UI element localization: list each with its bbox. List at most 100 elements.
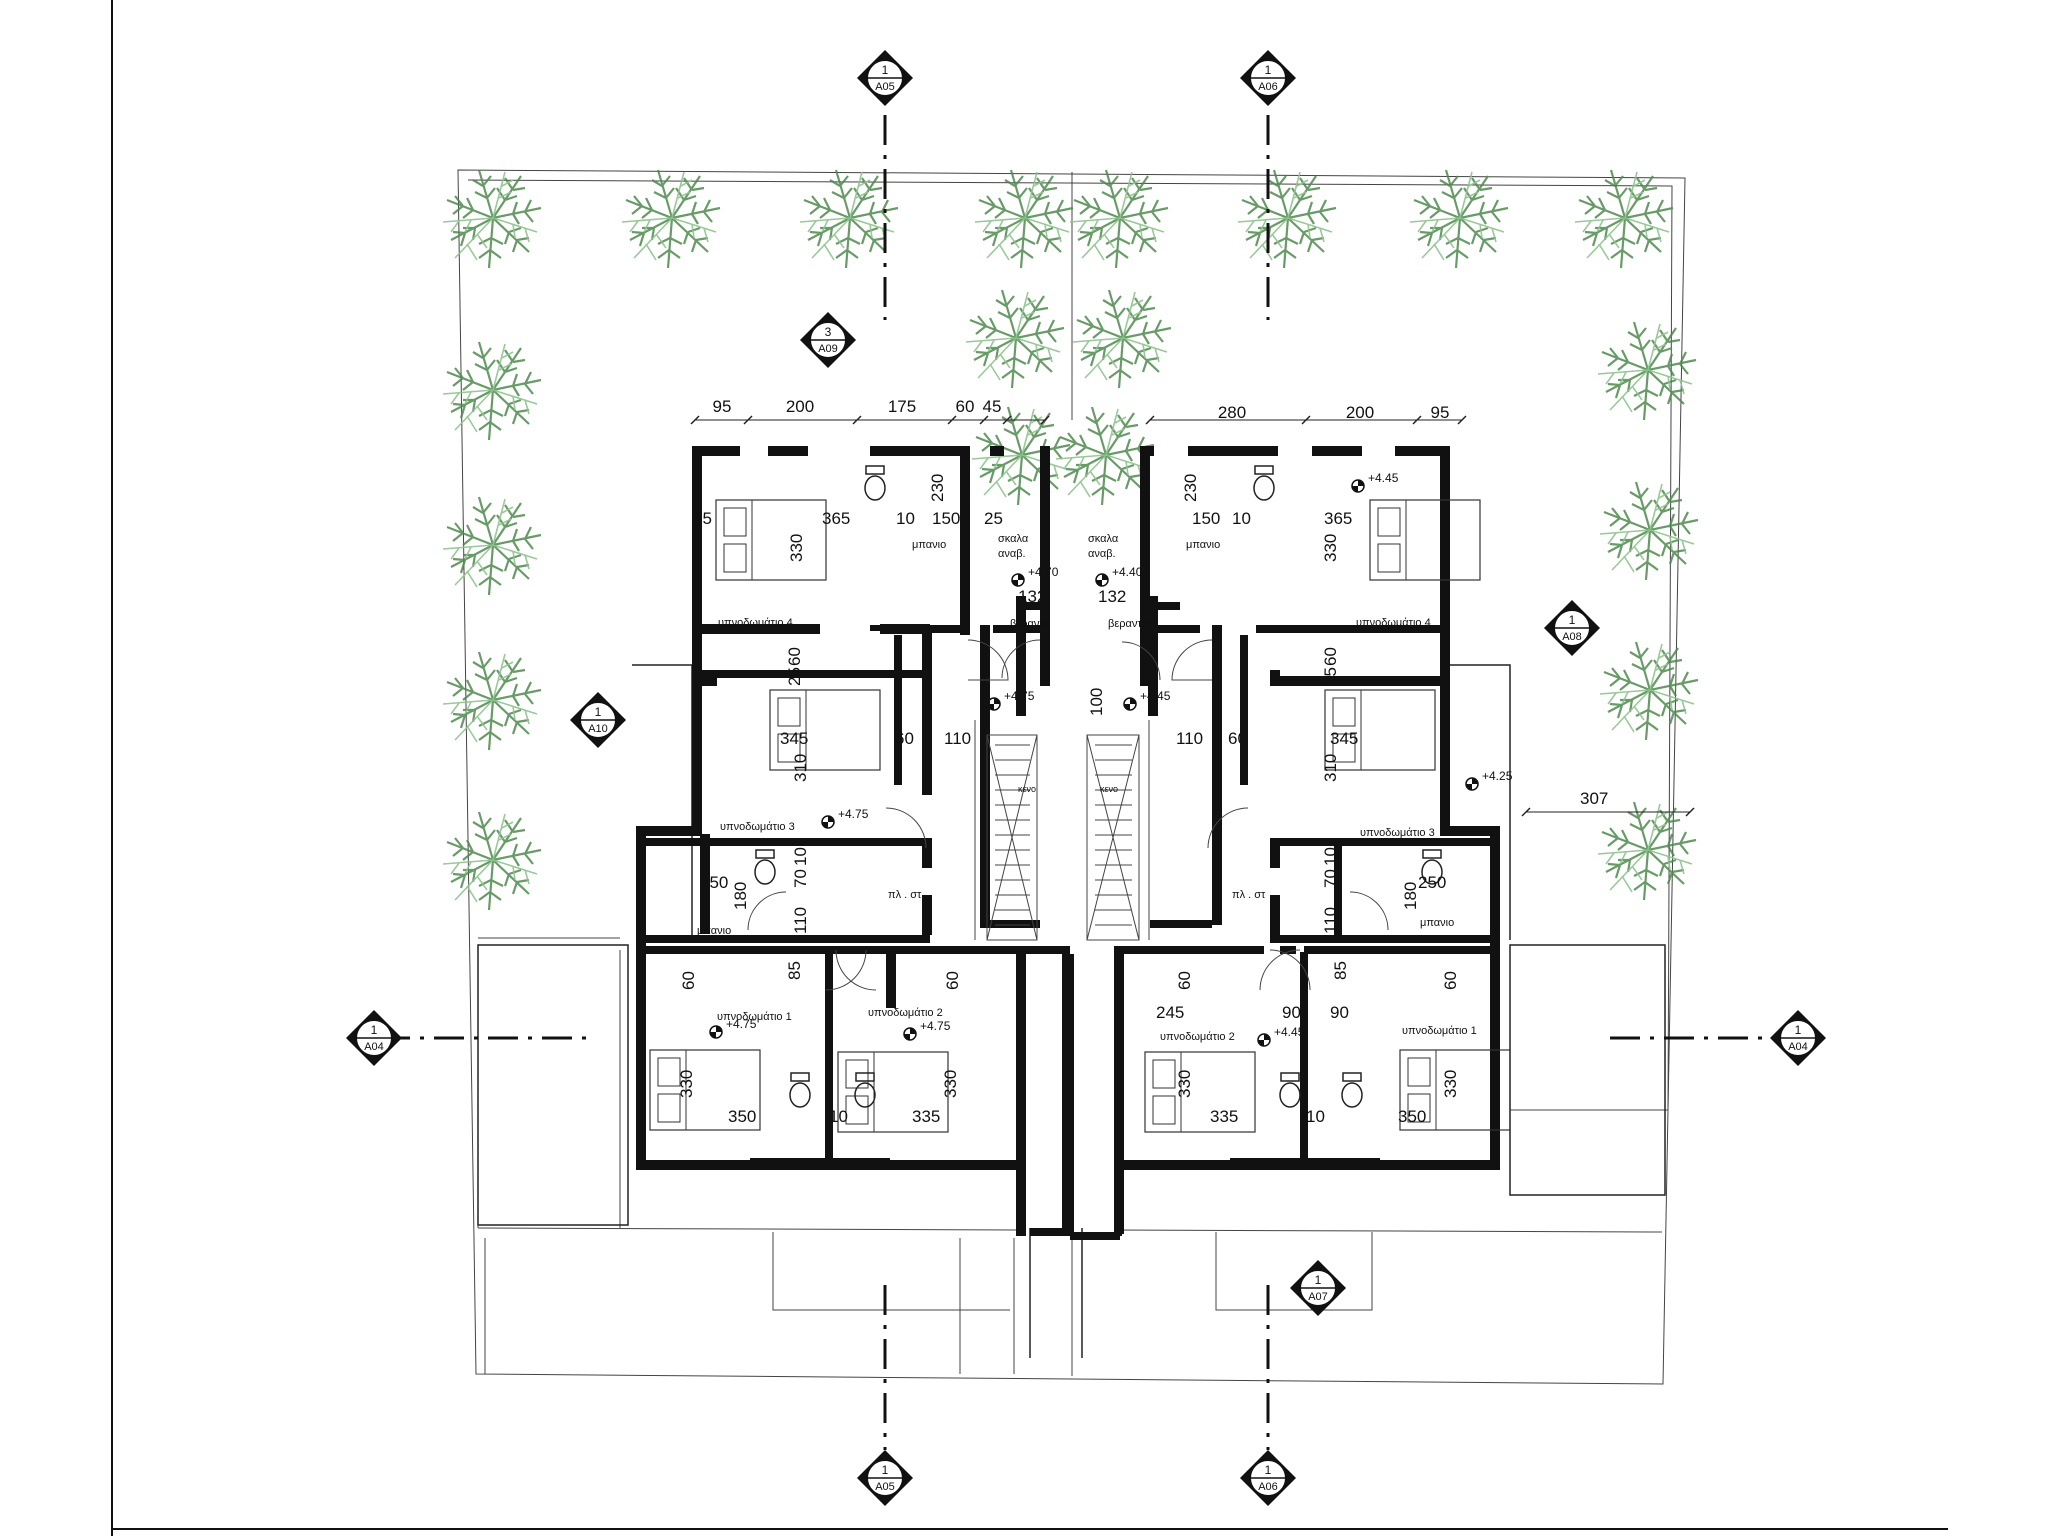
dim-left-25b: 25 xyxy=(984,509,1003,528)
dim-left-110a: 110 xyxy=(944,729,971,748)
dim-left-132: 132 xyxy=(1018,587,1046,606)
dim-top-left-1: 95 xyxy=(713,397,732,416)
dim-left-330c: 330 xyxy=(941,1070,960,1098)
room-left-void: κενο xyxy=(1018,784,1036,794)
room-left-bedroom-2: υπνοδωμάτιο 2 xyxy=(868,1007,943,1019)
dim-top-left-3: 175 xyxy=(888,397,916,416)
dim-right-132: 132 xyxy=(1098,587,1126,606)
dim-top-right-3: 95 xyxy=(1431,403,1450,422)
sheet-border xyxy=(111,0,1948,1536)
level-right-bedroom-2: +4.45 xyxy=(1274,1025,1305,1039)
marker-bottom-right-num: 1 xyxy=(1265,1463,1272,1477)
marker-left-axis-num: 1 xyxy=(371,1023,378,1037)
dim-left-110b: 110 xyxy=(791,907,810,934)
marker-top-right-num: 1 xyxy=(1265,63,1272,77)
marker-top-left-ref: A05 xyxy=(875,81,895,93)
dim-right-100: 100 xyxy=(1087,688,1106,716)
marker-right-axis-ref: A04 xyxy=(1788,1041,1808,1053)
room-right-bedroom-4: υπνοδωμάτιο 4 xyxy=(1356,617,1431,629)
dim-left-60d: 60 xyxy=(943,971,962,990)
room-right-bedroom-2: υπνοδωμάτιο 2 xyxy=(1160,1031,1235,1043)
dim-left-60b: 60 xyxy=(895,729,914,748)
dim-left-10c: 10 xyxy=(829,1107,848,1126)
dim-right-90b: 90 xyxy=(1330,1003,1349,1022)
marker-west-ref: A10 xyxy=(588,723,608,735)
dim-right-307: 307 xyxy=(1580,789,1608,808)
dim-right-180: 180 xyxy=(1401,882,1420,910)
marker-upper-left-ref: A09 xyxy=(818,343,838,355)
dim-top-right-1: 280 xyxy=(1218,403,1246,422)
dim-left-250: 250 xyxy=(700,873,728,892)
marker-right-axis-num: 1 xyxy=(1795,1023,1802,1037)
dim-left-335: 335 xyxy=(912,1107,940,1126)
dim-right-310: 310 xyxy=(1321,754,1340,782)
level-left-stair: +4.70 xyxy=(1028,565,1059,579)
dim-right-350: 350 xyxy=(1398,1107,1426,1126)
marker-east-num: 1 xyxy=(1569,613,1576,627)
level-left-hall: +4.75 xyxy=(1004,689,1035,703)
room-left-stair-2: αναβ. xyxy=(998,548,1026,560)
dim-left-150: 150 xyxy=(932,509,960,528)
room-left-veranda: βεραντα xyxy=(1010,618,1051,630)
section-marker-upper-left: 3 A09 xyxy=(799,311,857,369)
door-swings xyxy=(747,639,1389,991)
marker-bottom-right-ref: A06 xyxy=(1258,1481,1278,1493)
dim-right-245: 245 xyxy=(1156,1003,1184,1022)
dim-right-10c: 10 xyxy=(1306,1107,1325,1126)
dim-left-310: 310 xyxy=(791,754,810,782)
dim-right-10b: 10 xyxy=(1321,847,1340,866)
dim-left-230: 230 xyxy=(928,474,947,502)
section-marker-bottom-mid: 1 A07 xyxy=(1289,1259,1347,1317)
dim-top-left-2: 200 xyxy=(786,397,814,416)
section-marker-top-right: 1 A06 xyxy=(1239,49,1297,107)
room-right-void: κενο xyxy=(1100,784,1118,794)
room-left-stair-1: σκαλα xyxy=(998,533,1029,545)
dim-right-150: 150 xyxy=(1192,509,1220,528)
room-right-stair-2: αναβ. xyxy=(1088,548,1116,560)
room-left-bedroom-1: υπνοδωμάτιο 1 xyxy=(717,1011,792,1023)
dim-right-70: 70 xyxy=(1321,869,1340,888)
dim-left-60a: 60 xyxy=(785,647,804,666)
level-left-bedroom-3: +4.75 xyxy=(838,807,869,821)
room-left-landing: πλ . στ xyxy=(888,889,922,901)
dim-left-70: 70 xyxy=(791,869,810,888)
marker-upper-left-num: 3 xyxy=(825,325,832,339)
dim-right-10a: 10 xyxy=(1232,509,1251,528)
dim-right-230: 230 xyxy=(1181,474,1200,502)
section-marker-bottom-right: 1 A06 xyxy=(1239,1449,1297,1507)
section-marker-east: 1 A08 xyxy=(1543,599,1601,657)
level-right-side: +4.25 xyxy=(1482,769,1513,783)
dim-left-85: 85 xyxy=(785,961,804,980)
dim-left-330b: 330 xyxy=(677,1070,696,1098)
section-marker-top-left: 1 A05 xyxy=(856,49,914,107)
marker-top-right-ref: A06 xyxy=(1258,81,1278,93)
section-marker-right-axis: 1 A04 xyxy=(1769,1009,1827,1067)
dim-right-60a: 60 xyxy=(1228,729,1247,748)
interior-dimensions: 25 365 10 230 150 25 330 132 60 25 345 6… xyxy=(677,474,1608,1126)
room-right-bedroom-1: υπνοδωμάτιο 1 xyxy=(1402,1025,1477,1037)
dim-right-25: 25 xyxy=(1321,667,1340,686)
dim-left-365: 365 xyxy=(822,509,850,528)
dim-left-25c: 25 xyxy=(785,667,804,686)
dim-left-25a: 25 xyxy=(693,509,712,528)
dim-right-90a: 90 xyxy=(1282,1003,1301,1022)
dim-left-350: 350 xyxy=(728,1107,756,1126)
dim-top-left-5: 45 xyxy=(983,397,1002,416)
dim-right-60b: 60 xyxy=(1321,647,1340,666)
level-left-bedroom-1: +4.75 xyxy=(726,1017,757,1031)
room-right-veranda: βεραντα xyxy=(1108,618,1149,630)
section-marker-bottom-left: 1 A05 xyxy=(856,1449,914,1507)
dim-right-250: 250 xyxy=(1418,873,1446,892)
dim-left-60c: 60 xyxy=(679,971,698,990)
marker-bottom-left-ref: A05 xyxy=(875,1481,895,1493)
dim-right-345: 345 xyxy=(1330,729,1358,748)
level-right-stair: +4.40 xyxy=(1112,565,1143,579)
marker-bottom-left-num: 1 xyxy=(882,1463,889,1477)
section-marker-left-axis: 1 A04 xyxy=(345,1009,403,1067)
room-right-bath-top: μπανιο xyxy=(1186,539,1220,551)
room-labels: υπνοδωμάτιο 4 υπνοδωμάτιο 3 υπνοδωμάτιο … xyxy=(697,533,1477,1043)
dim-right-330c: 330 xyxy=(1441,1070,1460,1098)
room-right-stair-1: σκαλα xyxy=(1088,533,1119,545)
room-right-bath-mid: μπανιο xyxy=(1420,917,1454,929)
